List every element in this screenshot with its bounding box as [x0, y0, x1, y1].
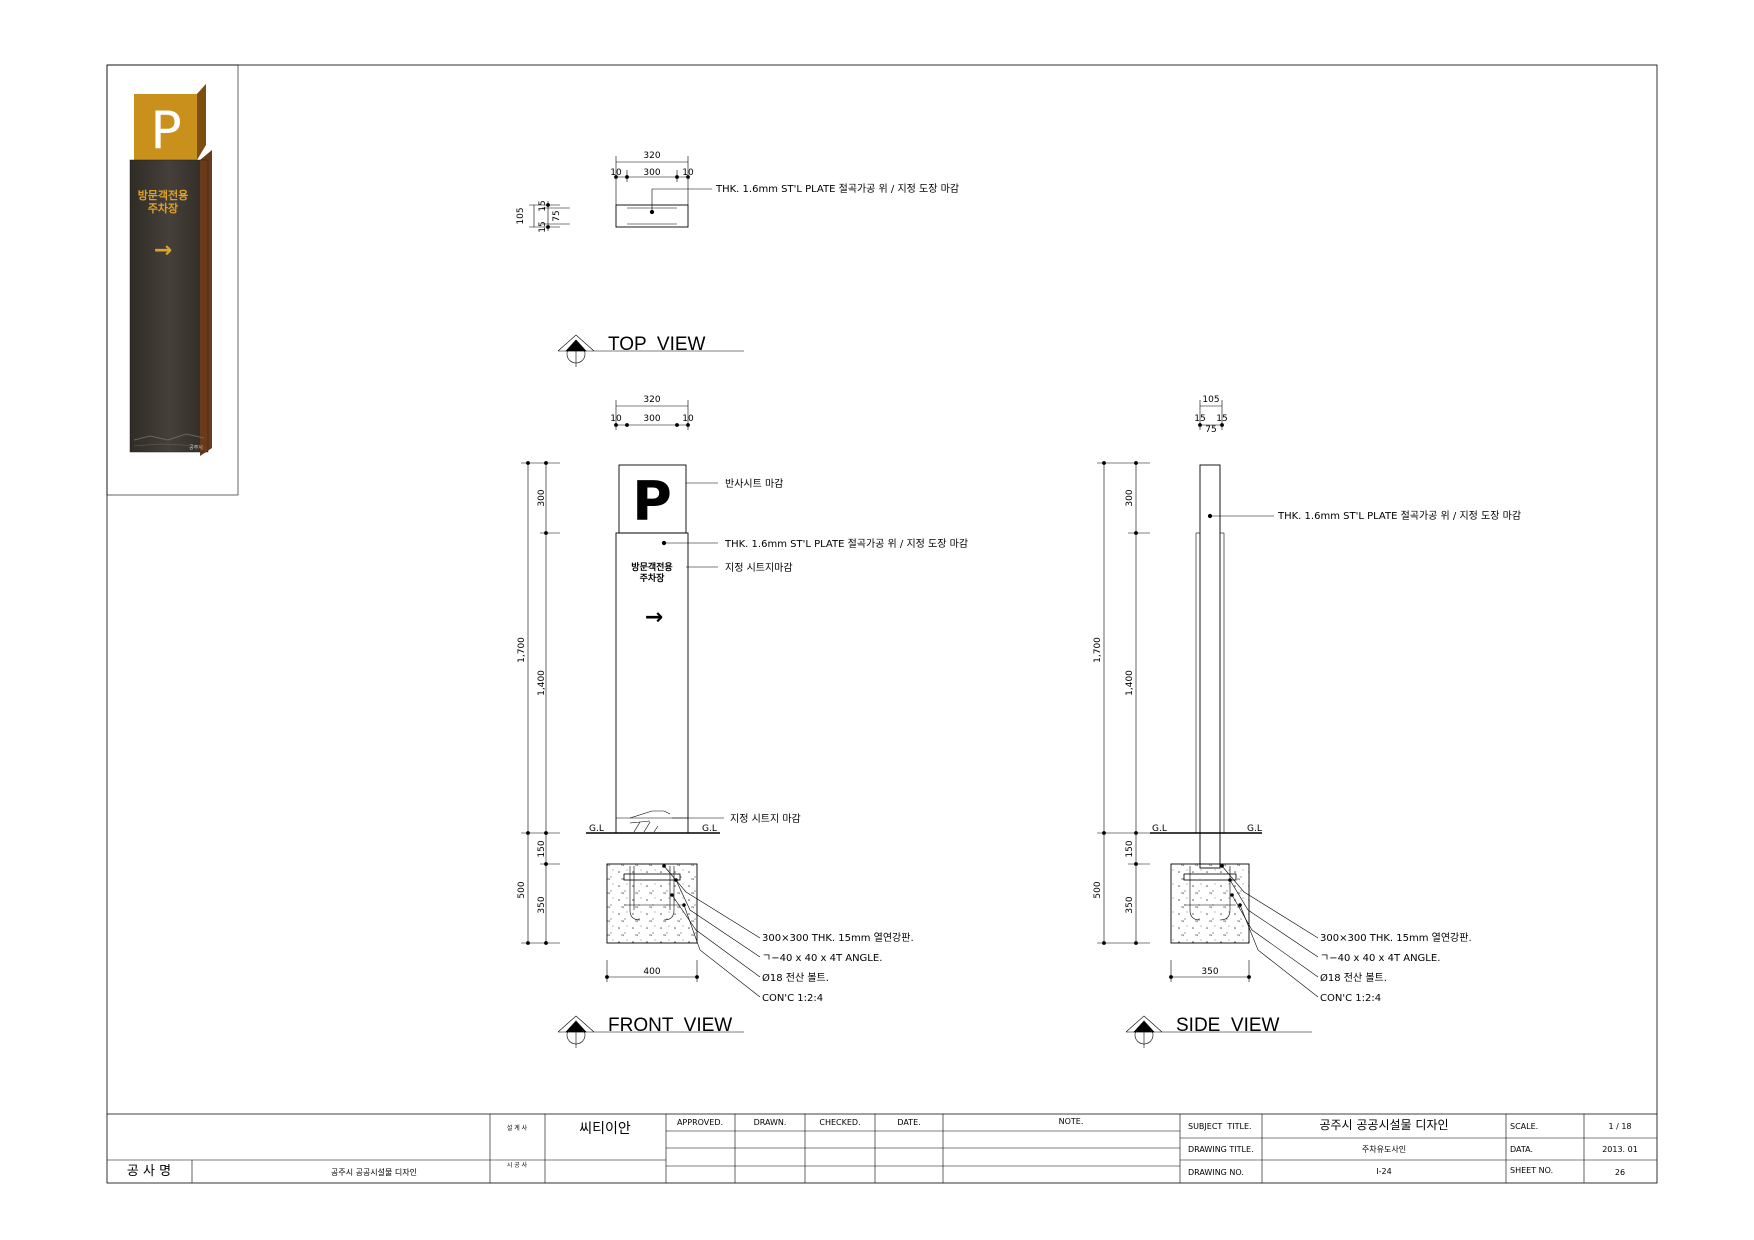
side-note-base-plate: 300×300 THK. 15mm 열연강판. — [1320, 932, 1472, 944]
data-value: 2013. 01 — [1602, 1145, 1638, 1154]
front-note-angle: ㄱ−40 x 40 x 4T ANGLE. — [762, 953, 882, 964]
front-dim-h300: 300 — [537, 489, 547, 506]
scale-label: SCALE. — [1510, 1122, 1538, 1131]
render-parking-symbol: P — [150, 101, 181, 161]
top-dim-10a: 10 — [610, 168, 622, 178]
front-dim-10b: 10 — [682, 414, 694, 424]
render-title-line2: 주차장 — [148, 201, 178, 215]
side-dim-75: 75 — [1205, 425, 1216, 435]
header-approved: APPROVED. — [677, 1118, 723, 1127]
side-dim-h350: 350 — [1125, 896, 1135, 913]
title-block-text: 공 사 명 공주시 공공시설물 디자인 설 계 사 씨티이안 시 공 사 APP… — [127, 1117, 1638, 1179]
front-dim-h1700: 1,700 — [517, 637, 527, 663]
top-note-plate: THK. 1.6mm ST'L PLATE 절곡가공 위 / 지정 도장 마감 — [715, 182, 959, 195]
front-dim-h500: 500 — [517, 881, 527, 898]
front-gl-left: G.L — [589, 824, 604, 834]
front-gl-right: G.L — [702, 824, 717, 834]
front-note-plate: THK. 1.6mm ST'L PLATE 절곡가공 위 / 지정 도장 마감 — [724, 537, 968, 550]
side-dim-15a: 15 — [1194, 414, 1205, 424]
side-dim-footing: 350 — [1201, 967, 1218, 977]
header-checked: CHECKED. — [819, 1118, 860, 1127]
front-note-base-plate: 300×300 THK. 15mm 열연강판. — [762, 932, 914, 944]
sheet-no-value: 26 — [1615, 1168, 1625, 1177]
render-frame — [106, 64, 239, 496]
front-dim-footing: 400 — [643, 967, 660, 977]
render-footer-text: 공주시 — [189, 445, 203, 451]
side-gl-right: G.L — [1247, 824, 1262, 834]
top-dim-300: 300 — [643, 168, 660, 178]
side-note-bolt: Ø18 전산 볼트. — [1320, 972, 1387, 984]
front-dim-h1400: 1,400 — [537, 670, 547, 696]
designer-value: 씨티이안 — [579, 1121, 631, 1137]
top-dim-105: 105 — [516, 207, 526, 224]
front-dim-10a: 10 — [610, 414, 622, 424]
side-view-labels: 105 15 15 75 THK. 1.6mm ST'L PLATE 절곡가공 … — [1093, 395, 1521, 1036]
sign-render: P 방문객전용 주차장 → 공주시 — [129, 84, 212, 456]
side-note-plate: THK. 1.6mm ST'L PLATE 절곡가공 위 / 지정 도장 마감 — [1277, 509, 1521, 522]
top-dim-320: 320 — [643, 151, 660, 161]
side-dim-15b: 15 — [1216, 414, 1227, 424]
render-arrow-icon: → — [154, 238, 172, 263]
side-view-title: SIDE VIEW — [1176, 1015, 1280, 1036]
front-dim-h150: 150 — [537, 840, 547, 857]
front-view-labels: 320 10 300 10 P 방문객전용 주차장 → 반사시트 마감 THK.… — [517, 395, 968, 1036]
side-dim-h300: 300 — [1125, 489, 1135, 506]
project-value: 공주시 공공시설물 디자인 — [331, 1167, 417, 1177]
front-note-bolt: Ø18 전산 볼트. — [762, 972, 829, 984]
front-note-sheet-bottom: 지정 시트지 마감 — [730, 813, 801, 825]
side-note-concrete: CON'C 1:2:4 — [1320, 993, 1381, 1004]
top-dim-10b: 10 — [682, 168, 694, 178]
drawing-title-label: DRAWING TITLE. — [1188, 1145, 1254, 1154]
sheet-no-label: SHEET NO. — [1510, 1166, 1553, 1175]
drawing-title-value: 주차유도사인 — [1362, 1144, 1406, 1154]
top-dim-15a: 15 — [538, 200, 548, 211]
scale-value: 1 / 18 — [1608, 1122, 1631, 1131]
side-note-angle: ㄱ−40 x 40 x 4T ANGLE. — [1320, 953, 1440, 964]
front-arrow-icon: → — [645, 605, 663, 630]
subject-title-value: 공주시 공공시설물 디자인 — [1319, 1118, 1448, 1132]
title-block — [107, 1113, 1657, 1183]
top-view-labels: 320 10 300 10 105 15 75 15 THK. 1.6mm ST… — [516, 151, 959, 355]
side-dim-h500: 500 — [1093, 881, 1103, 898]
header-drawn: DRAWN. — [754, 1118, 787, 1127]
front-note-concrete: CON'C 1:2:4 — [762, 993, 823, 1004]
front-view — [521, 400, 761, 1048]
project-label: 공 사 명 — [127, 1164, 171, 1179]
top-view-title: TOP VIEW — [608, 334, 706, 355]
sheet-border — [106, 64, 1658, 1184]
front-note-reflective: 반사시트 마감 — [725, 478, 783, 490]
side-dim-h1400: 1,400 — [1125, 670, 1135, 696]
front-parking-symbol: P — [632, 470, 672, 533]
render-title-line1: 방문객전용 — [138, 188, 189, 202]
front-dim-300: 300 — [643, 414, 660, 424]
side-gl-left: G.L — [1152, 824, 1167, 834]
side-dim-h150: 150 — [1125, 840, 1135, 857]
header-date: DATE. — [897, 1118, 920, 1127]
drawing-no-label: DRAWING NO. — [1188, 1168, 1244, 1177]
front-sign-line1: 방문객전용 — [631, 561, 672, 573]
front-sign-line2: 주차장 — [640, 572, 666, 584]
side-dim-h1700: 1,700 — [1093, 637, 1103, 663]
side-dim-105: 105 — [1202, 395, 1219, 405]
data-label: DATA. — [1510, 1145, 1533, 1154]
front-note-sheet: 지정 시트지마감 — [725, 562, 793, 574]
side-view — [1097, 400, 1319, 1048]
front-dim-h350: 350 — [537, 896, 547, 913]
top-dim-75: 75 — [552, 210, 562, 221]
subject-title-label: SUBJECT TITLE. — [1188, 1122, 1252, 1131]
front-view-title: FRONT VIEW — [608, 1015, 732, 1036]
top-view — [529, 156, 744, 367]
note-label: NOTE. — [1059, 1117, 1084, 1126]
front-dim-320: 320 — [643, 395, 660, 405]
drawing-no-value: I-24 — [1376, 1167, 1391, 1176]
designer-label: 설 계 사 — [507, 1124, 528, 1132]
builder-label: 시 공 사 — [507, 1161, 528, 1169]
top-dim-15b: 15 — [538, 221, 548, 232]
